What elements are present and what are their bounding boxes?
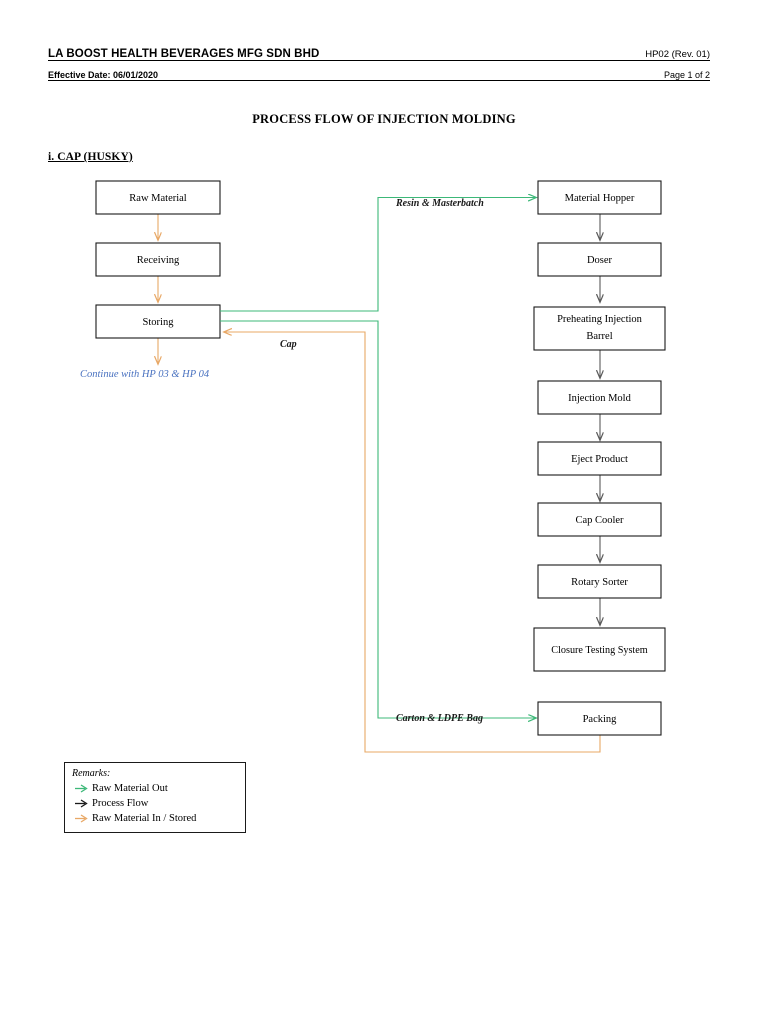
node-storing-label: Storing <box>143 317 175 328</box>
header-row-top: LA BOOST HEALTH BEVERAGES MFG SDN BHD HP… <box>48 44 710 60</box>
legend-item-raw-material-in: Raw Material In / Stored <box>72 811 238 826</box>
edge-label-carton-ldpe-bag: Carton & LDPE Bag <box>396 713 483 724</box>
node-rotary-sorter-label: Rotary Sorter <box>571 577 628 588</box>
node-injection-mold: Injection Mold <box>537 380 662 415</box>
node-eject-product-label: Eject Product <box>571 454 628 465</box>
legend-label-process-flow: Process Flow <box>92 798 149 809</box>
node-preheating-injection-barrel: Preheating Injection Barrel <box>533 306 666 351</box>
node-receiving: Receiving <box>95 242 221 277</box>
node-raw-material: Raw Material <box>95 180 221 215</box>
header-divider-top <box>48 60 710 61</box>
node-preheating-injection-barrel-label-line1: Preheating Injection <box>557 314 643 325</box>
edge-label-cap: Cap <box>280 339 297 350</box>
document-code: HP02 (Rev. 01) <box>645 49 710 60</box>
node-raw-material-label: Raw Material <box>129 193 187 204</box>
edge-storing-to-packing <box>220 320 536 718</box>
section-heading: i. CAP (HUSKY) <box>48 151 133 163</box>
effective-date: Effective Date: 06/01/2020 <box>48 70 159 80</box>
node-material-hopper-label: Material Hopper <box>565 193 635 204</box>
remarks-title: Remarks: <box>72 768 111 779</box>
legend-item-process-flow: Process Flow <box>72 796 238 811</box>
arrow-right-green-icon <box>72 784 92 793</box>
legend-item-raw-material-out: Raw Material Out <box>72 781 238 796</box>
header-row-bottom: Effective Date: 06/01/2020 Page 1 of 2 <box>48 61 710 80</box>
company-name: LA BOOST HEALTH BEVERAGES MFG SDN BHD <box>48 48 320 60</box>
page-title: PROCESS FLOW OF INJECTION MOLDING <box>252 112 516 126</box>
node-cap-cooler: Cap Cooler <box>537 502 662 537</box>
node-receiving-label: Receiving <box>137 255 180 266</box>
node-preheating-injection-barrel-label-line2: Barrel <box>586 331 612 342</box>
edge-label-resin-masterbatch: Resin & Masterbatch <box>395 198 484 209</box>
node-packing: Packing <box>537 701 662 736</box>
edge-packing-to-storing <box>224 332 601 753</box>
node-rotary-sorter: Rotary Sorter <box>537 564 662 599</box>
page-number: Page 1 of 2 <box>663 70 710 80</box>
node-doser-label: Doser <box>587 255 613 266</box>
continue-note: Continue with HP 03 & HP 04 <box>80 369 210 380</box>
node-cap-cooler-label: Cap Cooler <box>575 515 624 526</box>
node-injection-mold-label: Injection Mold <box>568 393 631 404</box>
node-packing-label: Packing <box>583 714 618 725</box>
legend-label-raw-material-out: Raw Material Out <box>92 783 168 794</box>
legend-label-raw-material-in: Raw Material In / Stored <box>92 813 197 824</box>
document-header: LA BOOST HEALTH BEVERAGES MFG SDN BHD HP… <box>48 44 710 81</box>
header-divider-bottom <box>48 80 710 81</box>
edge-storing-to-material-hopper <box>220 198 536 312</box>
node-closure-testing-system-label: Closure Testing System <box>551 645 648 656</box>
node-closure-testing-system: Closure Testing System <box>533 627 666 672</box>
arrow-right-black-icon <box>72 799 92 808</box>
arrow-right-orange-icon <box>72 814 92 823</box>
remarks-legend: Remarks: Raw Material Out Process Flow <box>64 762 246 833</box>
node-storing: Storing <box>95 304 221 339</box>
node-doser: Doser <box>537 242 662 277</box>
node-material-hopper: Material Hopper <box>537 180 662 215</box>
node-eject-product: Eject Product <box>537 441 662 476</box>
